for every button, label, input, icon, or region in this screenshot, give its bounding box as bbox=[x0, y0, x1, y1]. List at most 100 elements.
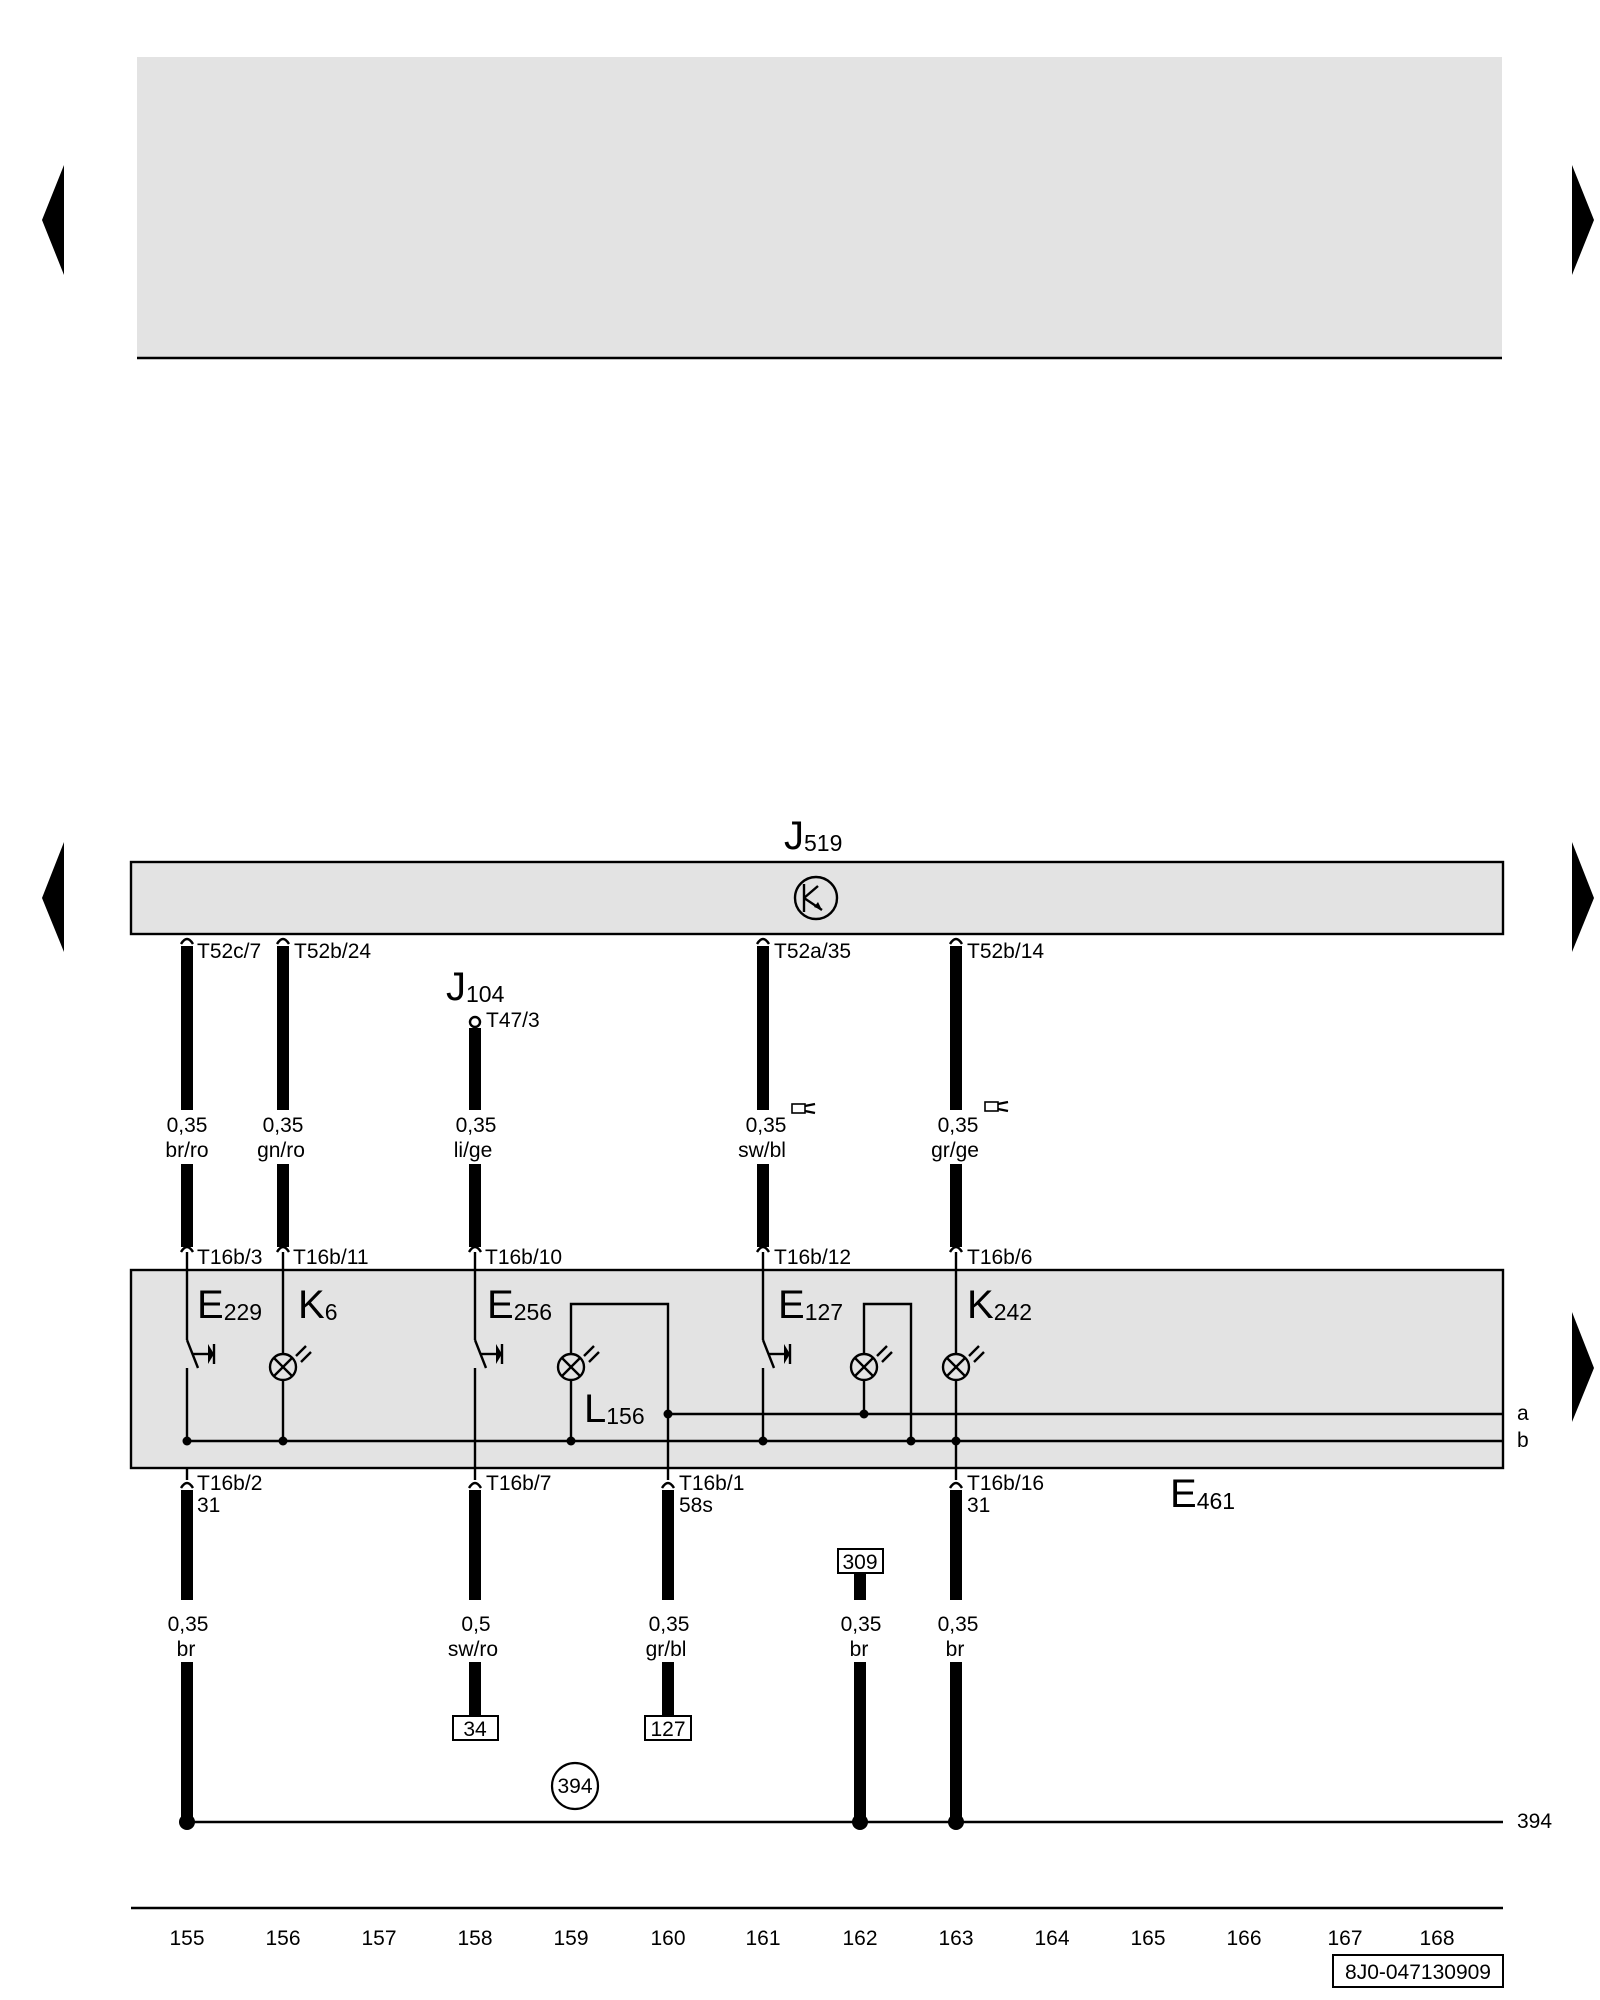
control-unit-box bbox=[129, 860, 1505, 936]
track-number: 161 bbox=[745, 1927, 780, 1950]
push-switch-icon bbox=[761, 1270, 792, 1441]
wire-color-label: gr/ge bbox=[931, 1139, 979, 1162]
wire-size-label: 0,35 bbox=[938, 1114, 979, 1137]
lower-wire-5[interactable]: T16b/16 31 0,35 br bbox=[938, 1468, 1045, 1822]
track-number: 158 bbox=[457, 1927, 492, 1950]
wire-size-label: 0,35 bbox=[649, 1613, 690, 1636]
wire-size-label: 0,35 bbox=[938, 1613, 979, 1636]
lower-wire-3[interactable]: T16b/1 58s 0,35 gr/bl 127 bbox=[644, 1468, 744, 1741]
next-panel-arrow-icon[interactable] bbox=[1572, 1312, 1594, 1422]
wire-color-label: sw/ro bbox=[448, 1638, 498, 1661]
wire-size-label: 0,35 bbox=[841, 1613, 882, 1636]
track-number: 166 bbox=[1226, 1927, 1261, 1950]
upper-wire-5[interactable]: T52b/14 0,35 gr/ge T16b/6 bbox=[931, 937, 1044, 1270]
pin-bottom-label: T16b/12 bbox=[774, 1246, 851, 1269]
upper-wire-3[interactable]: 0,35 li/ge T16b/10 bbox=[454, 1015, 562, 1270]
wire-color-label: br bbox=[850, 1638, 869, 1661]
ground-circle bbox=[550, 1761, 600, 1811]
wire-color-label: gr/bl bbox=[646, 1638, 687, 1661]
terminal-label: 58s bbox=[679, 1494, 713, 1517]
lower-wire-4[interactable]: 309 0,35 br bbox=[837, 1548, 884, 1822]
push-switch-icon bbox=[473, 1270, 504, 1468]
upper-wire-2[interactable]: T52b/24 0,35 gn/ro T16b/11 bbox=[257, 937, 371, 1270]
next-section-arrow-icon[interactable] bbox=[1572, 842, 1594, 952]
wire-color-label: li/ge bbox=[454, 1139, 493, 1162]
ref-label: 127 bbox=[650, 1718, 685, 1741]
prev-page-arrow-icon[interactable] bbox=[42, 165, 64, 275]
svg-text:E229: E229 bbox=[197, 1283, 262, 1327]
prev-section-arrow-icon[interactable] bbox=[42, 842, 64, 952]
pin-label: T16b/7 bbox=[486, 1472, 551, 1495]
wire-size-label: 0,35 bbox=[456, 1114, 497, 1137]
component-k6[interactable]: K6 bbox=[268, 1270, 337, 1441]
upper-wire-1[interactable]: T52c/7 0,35 br/ro T16b/3 bbox=[165, 937, 262, 1270]
svg-text:E127: E127 bbox=[778, 1283, 843, 1327]
electronic-component-icon bbox=[793, 875, 839, 921]
next-page-arrow-icon[interactable] bbox=[1572, 165, 1594, 275]
ground-label: 394 bbox=[1517, 1810, 1552, 1833]
track-numbers: 155 156 157 158 159 160 161 162 163 164 … bbox=[169, 1927, 1454, 1950]
ref-label: 34 bbox=[463, 1718, 487, 1741]
shielded-cable-icon bbox=[791, 1102, 816, 1115]
track-number: 168 bbox=[1419, 1927, 1454, 1950]
svg-text:E256: E256 bbox=[487, 1283, 552, 1327]
pin-label: T16b/1 bbox=[679, 1472, 744, 1495]
bulb-icon bbox=[849, 1302, 913, 1441]
wire-color-label: sw/bl bbox=[738, 1139, 786, 1162]
indicator-lamp[interactable] bbox=[849, 1302, 913, 1441]
pin-top-label: T52b/14 bbox=[967, 940, 1044, 963]
wire-size-label: 0,35 bbox=[167, 1114, 208, 1137]
track-number: 160 bbox=[650, 1927, 685, 1950]
shielded-cable-icon bbox=[984, 1100, 1009, 1113]
wire-size-label: 0,35 bbox=[746, 1114, 787, 1137]
terminal-label: 31 bbox=[197, 1494, 220, 1517]
pin-top-label: T52c/7 bbox=[197, 940, 261, 963]
track-number: 167 bbox=[1327, 1927, 1362, 1950]
track-number: 163 bbox=[938, 1927, 973, 1950]
pin-label: T16b/2 bbox=[197, 1472, 262, 1495]
wire-color-label: br bbox=[177, 1638, 196, 1661]
panel-label: E461 bbox=[1170, 1472, 1235, 1516]
component-e229[interactable]: E229 bbox=[185, 1270, 262, 1441]
pin-bottom-label: T16b/10 bbox=[485, 1246, 562, 1269]
track-number: 164 bbox=[1034, 1927, 1069, 1950]
ref-box bbox=[452, 1715, 499, 1741]
pin-bottom-label: T16b/6 bbox=[967, 1246, 1032, 1269]
doc-number-box bbox=[1332, 1954, 1504, 1988]
wire-size-label: 0,35 bbox=[168, 1613, 209, 1636]
control-unit-label: J519 bbox=[784, 814, 842, 858]
ground-circle-label: 394 bbox=[557, 1775, 592, 1798]
bulb-icon bbox=[556, 1302, 670, 1468]
pin-bottom-label: T16b/3 bbox=[197, 1246, 262, 1269]
component-l156[interactable]: L156 bbox=[556, 1302, 670, 1468]
track-number: 157 bbox=[361, 1927, 396, 1950]
track-number: 162 bbox=[842, 1927, 877, 1950]
svg-text:K6: K6 bbox=[298, 1283, 337, 1327]
ref-label: 309 bbox=[842, 1551, 877, 1574]
ground-connection[interactable]: 394 394 bbox=[179, 1761, 1552, 1833]
wire-color-label: br bbox=[946, 1638, 965, 1661]
warning-lamp-icon bbox=[941, 1270, 985, 1468]
wire-size-label: 0,35 bbox=[263, 1114, 304, 1137]
pin-bottom-label: T16b/11 bbox=[293, 1246, 369, 1269]
track-number: 159 bbox=[553, 1927, 588, 1950]
lower-wire-1[interactable]: T16b/2 31 0,35 br bbox=[168, 1468, 263, 1822]
wire-color-label: gn/ro bbox=[257, 1139, 305, 1162]
terminal-label: 31 bbox=[967, 1494, 990, 1517]
svg-text:L156: L156 bbox=[584, 1387, 645, 1431]
lower-wire-2[interactable]: T16b/7 0,5 sw/ro 34 bbox=[448, 1468, 551, 1741]
wire-color-label: br/ro bbox=[165, 1139, 208, 1162]
svg-text:J104: J104 bbox=[446, 965, 505, 1009]
track-number: 156 bbox=[265, 1927, 300, 1950]
component-e127[interactable]: E127 bbox=[761, 1270, 843, 1441]
upper-wire-4[interactable]: T52a/35 0,35 sw/bl T16b/12 bbox=[738, 937, 851, 1270]
track-number: 165 bbox=[1130, 1927, 1165, 1950]
junction-dots bbox=[182, 1409, 961, 1446]
pin-top-label: T52a/35 bbox=[774, 940, 851, 963]
header-panel bbox=[137, 57, 1502, 357]
component-k242[interactable]: K242 bbox=[941, 1270, 1032, 1468]
pin-top-label: T52b/24 bbox=[294, 940, 371, 963]
pin-label: T16b/16 bbox=[967, 1472, 1044, 1495]
component-e256[interactable]: E256 bbox=[473, 1270, 552, 1468]
wire-size-label: 0,5 bbox=[461, 1613, 490, 1636]
